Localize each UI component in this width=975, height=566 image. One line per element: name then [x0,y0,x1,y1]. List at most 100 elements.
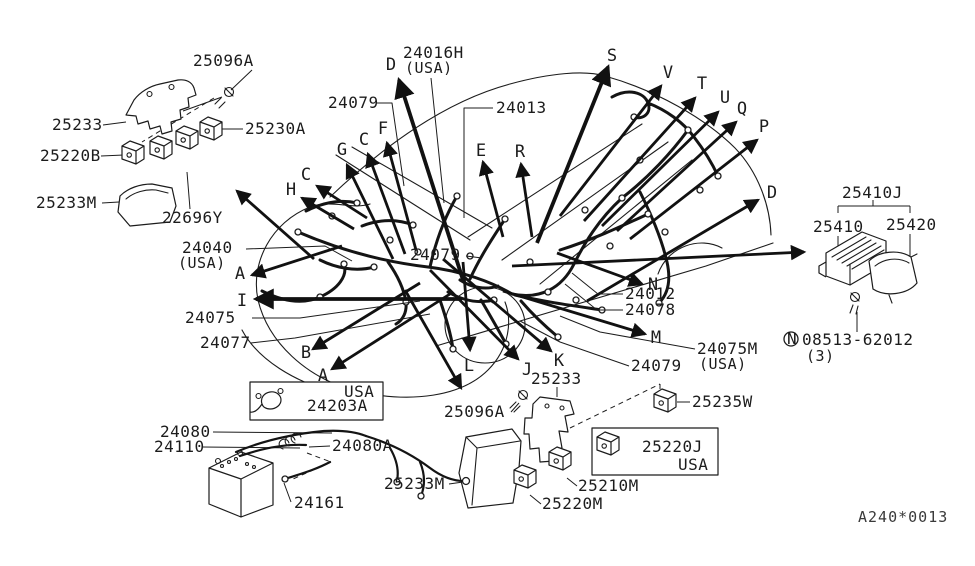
letter-I: I [237,291,247,311]
arrow-letters: A I B A L J K M N D E R S V T U Q P D G … [235,46,777,386]
label-25233-top: 25233 [52,115,103,134]
relay-cube-25230A [199,116,223,141]
relay-bracket-25233-bottom [523,396,575,463]
arrow-J [429,269,520,361]
part-labels: 25096A 25233 25230A 25220B 25233M 22696Y… [36,43,948,526]
label-24078: 24078 [625,300,676,319]
relay-bracket-25233 [125,79,197,135]
label-24080A: 24080A [332,436,393,455]
label-25096A-bottom: 25096A [444,402,505,421]
label-24016H: 24016H [403,43,464,62]
arrow-E [478,159,505,238]
relay-cube-2 [149,135,173,160]
arrow-to-relay-bracket-top [235,189,315,261]
letter-V: V [663,63,673,83]
letter-H: H [286,180,296,200]
arrow-to-relay-bracket-bottom [403,289,463,391]
letter-A-bottom: A [318,366,328,386]
relay-bracket-assembly-top-left [117,79,235,227]
letter-D-top: D [386,55,396,75]
letter-L: L [464,356,474,376]
battery-caps [214,449,257,469]
label-24040-usa: (USA) [178,254,226,272]
label-25096A-top: 25096A [193,51,254,70]
bracket-holes [146,83,175,98]
arrow-T [582,96,697,222]
cable-terminals [281,475,471,500]
location-arrows [235,64,807,391]
letter-N: N [648,275,658,295]
label-24079-top: 24079 [328,93,379,112]
label-25230A: 25230A [245,119,306,138]
lamp-connectors [255,387,284,400]
arrow-A-bottom [330,292,451,371]
arrow-V [558,84,663,217]
cover-inner-edge [874,253,918,304]
circled-n-symbol [783,331,799,347]
letter-T: T [697,74,707,94]
bracket-holes-bottom [544,403,565,411]
arrow-to-fusible-link [511,244,807,268]
label-24203A: 24203A [307,396,368,415]
relay-cube-1 [121,140,145,165]
label-24077: 24077 [200,333,251,352]
battery-cable-24110 [238,443,308,458]
label-24075M-usa: (USA) [699,355,747,373]
relay-cover-25233M-bottom [458,428,522,509]
relay-cube-25235W [653,388,677,413]
label-25220M: 25220M [542,494,603,513]
fusible-link-cover-25420 [868,251,918,295]
letter-G: G [337,140,347,160]
arrow-B [311,281,421,351]
mount-screw-25096A-top [214,86,235,109]
arrow-P [629,138,759,241]
arrow-Q [616,120,738,233]
arrow-D-right [586,198,760,303]
label-24013: 24013 [496,98,547,117]
letter-B: B [301,343,311,363]
label-24110: 24110 [154,437,205,456]
arrow-F [382,140,418,251]
assembly-axis-dashed-lines [141,97,661,480]
battery-cable-24080 [234,429,368,454]
mount-screw-25096A-bottom [509,389,529,413]
label-24075: 24075 [185,308,236,327]
label-24075M: 24075M [697,339,758,358]
battery [208,451,274,518]
label-24080: 24080 [160,422,211,441]
leader-lines [100,69,911,505]
arrow-R [515,161,534,238]
arrow-N [556,251,645,287]
fusible-link-ribs [831,236,885,286]
label-25233M-top: 25233M [36,193,97,212]
label-25410: 25410 [813,217,864,236]
label-25233-bottom: 25233 [531,369,582,388]
letter-K: K [554,351,565,371]
cable-clip-24080A [278,432,302,450]
label-usa-box: USA [344,382,374,401]
relay-cover-folds [465,436,521,506]
label-25220J-usa: USA [678,455,708,474]
letter-M: M [651,328,661,348]
label-25210M: 25210M [578,476,639,495]
letter-S: S [607,46,617,66]
label-24161: 24161 [294,493,345,512]
letter-Q: Q [737,99,747,119]
label-24012: 24012 [625,284,676,303]
letter-D-right: D [767,183,777,203]
relay-holes [126,128,210,158]
label-24016H-usa: (USA) [405,59,453,77]
label-25420: 25420 [886,215,937,234]
letter-F: F [378,119,388,139]
arrow-U [601,110,720,227]
letter-E: E [476,141,486,161]
relay-holes-bottom [518,400,664,482]
diagram-code: A240*0013 [858,508,948,526]
arrow-M [502,289,648,338]
lamp-part-24203A [249,391,282,413]
letter-U: U [720,88,730,108]
relay-bracket-assembly-bottom [458,388,719,509]
label-22696Y: 22696Y [162,208,223,227]
